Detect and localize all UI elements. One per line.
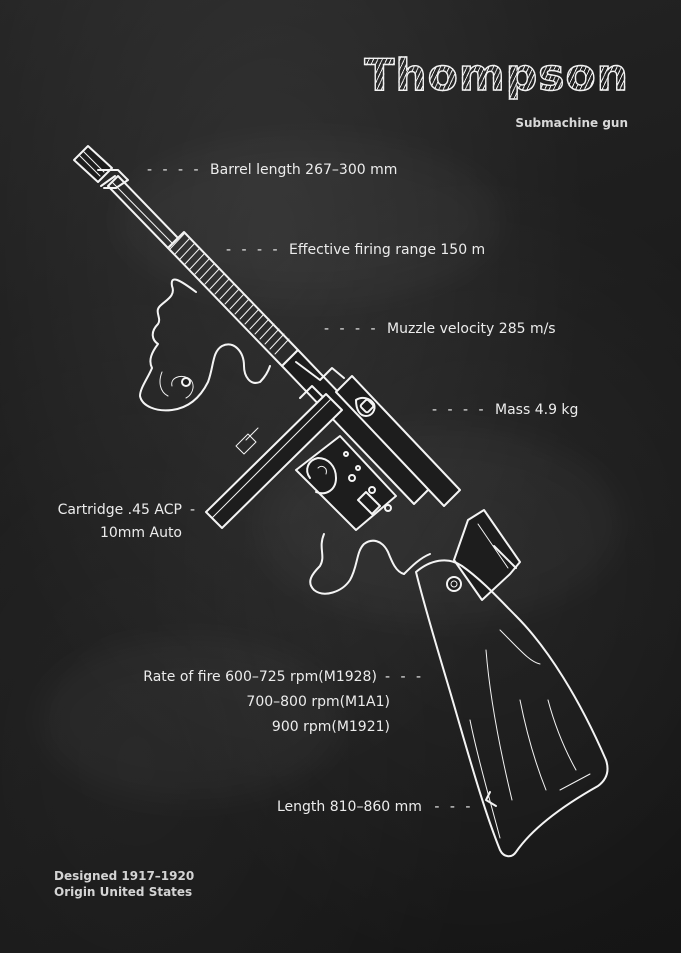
spec-barrel-length: - - - - Barrel length 267–300 mm (147, 163, 397, 177)
page-subtitle: Submachine gun (515, 116, 628, 130)
spec-length: Length 810–860 mm - - - (277, 800, 473, 814)
spec-muzzle-velocity: - - - - Muzzle velocity 285 m/s (324, 322, 556, 336)
pistol-grip (309, 533, 431, 595)
butt-stock (415, 559, 609, 858)
box-magazine-rail (205, 385, 343, 529)
leader-dash: - (189, 502, 198, 518)
spec-barrel-length-text: Barrel length 267–300 mm (210, 162, 398, 178)
barrel-compensator (73, 145, 129, 189)
spec-rate-of-fire: Rate of fire 600–725 rpm(M1928)- - - 700… (130, 665, 424, 740)
spec-rate-line-1: Rate of fire 600–725 rpm(M1928)- - - (143, 669, 424, 685)
spec-mass: - - - - Mass 4.9 kg (432, 403, 578, 417)
rear-receiver (453, 509, 521, 601)
spec-rate-line-3: 900 rpm(M1921) (271, 719, 390, 735)
leader-dash: - - - - (324, 321, 379, 337)
leader-dash: - - - - (147, 162, 202, 178)
spec-length-text: Length 810–860 mm (277, 799, 422, 815)
spec-cartridge-line-2: 10mm Auto (99, 525, 182, 541)
receiver (281, 349, 461, 507)
leader-dash: - - - (384, 669, 424, 685)
footer-origin: Origin United States (54, 885, 193, 899)
spec-cartridge: Cartridge .45 ACP- 10mm Auto (40, 499, 198, 545)
footer-designed: Designed 1917–1920 (54, 869, 195, 883)
leader-dash: - - - - (226, 242, 281, 258)
leader-dash: - - - (434, 799, 474, 815)
spec-effective-range: - - - - Effective firing range 150 m (226, 243, 485, 257)
leader-dash: - - - - (432, 402, 487, 418)
spec-rate-line-2: 700–800 rpm(M1A1) (246, 694, 390, 710)
page-title: Thompson (364, 49, 629, 101)
spec-mass-text: Mass 4.9 kg (495, 402, 579, 418)
spec-muzzle-velocity-text: Muzzle velocity 285 m/s (387, 321, 556, 337)
spec-effective-range-text: Effective firing range 150 m (289, 242, 486, 258)
front-grip (139, 278, 271, 412)
trigger-group (295, 435, 397, 531)
spec-cartridge-line-1: Cartridge .45 ACP- (57, 502, 198, 518)
